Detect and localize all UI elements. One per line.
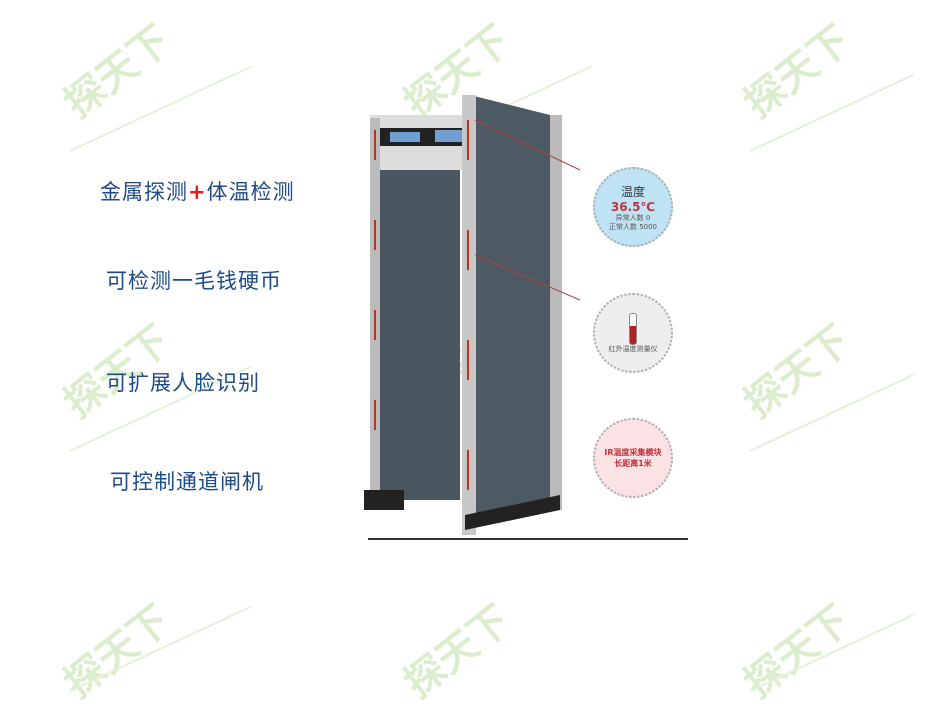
abnormal-count: 异常人数 0	[615, 213, 651, 222]
temp-value: 36.5℃	[610, 199, 656, 214]
feature-metal-temp: 金属探测+体温检测	[100, 176, 295, 206]
feature-text: 金属探测	[100, 180, 188, 204]
watermark: 探天下	[736, 17, 859, 128]
watermark: 探天下	[396, 597, 519, 708]
thermo-label: 红外温度测量仪	[608, 344, 658, 353]
ir-line1: IR温度采集模块	[604, 448, 662, 457]
ir-module-badge: IR温度采集模块 长距离1米	[593, 418, 673, 498]
feature-gate: 可控制通道闸机	[110, 470, 264, 494]
plus-sign: +	[188, 180, 207, 204]
watermark: 探天下	[736, 317, 859, 428]
watermark: 探天下	[56, 17, 179, 128]
normal-count: 正常人数 5000	[608, 222, 658, 231]
feature-text: 体温检测	[206, 180, 295, 204]
walkthrough-metal-detector-image	[364, 95, 688, 540]
feature-face: 可扩展人脸识别	[106, 371, 260, 395]
infrared-thermometer-badge: 红外温度测量仪	[593, 293, 673, 373]
feature-coin: 可检测一毛钱硬币	[106, 269, 282, 293]
thermometer-icon	[629, 312, 637, 345]
temp-title: 温度	[620, 184, 645, 199]
ir-line2: 长距离1米	[614, 459, 652, 468]
temperature-display-badge: 温度 36.5℃ 异常人数 0 正常人数 5000	[593, 167, 673, 247]
